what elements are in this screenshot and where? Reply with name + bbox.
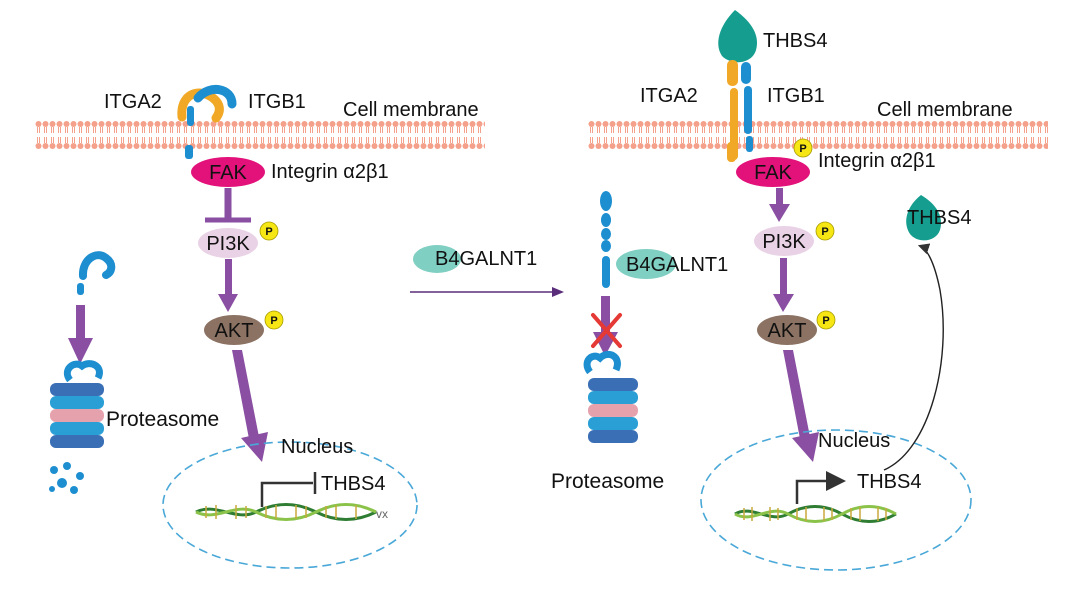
- left-akt-label: AKT: [215, 320, 254, 342]
- right-akt-label: AKT: [768, 320, 807, 342]
- left-arrow-akt-nucleus-shaft: [232, 350, 260, 444]
- svg-text:vx: vx: [376, 507, 388, 521]
- right-pi3k-phospho-label: P: [821, 226, 828, 238]
- right-b4galnt1-shape: [616, 249, 676, 279]
- right-secretion-arrow: [883, 243, 944, 471]
- right-promoter-activation: [795, 471, 846, 504]
- middle-transition: B4GALNT1: [410, 245, 564, 297]
- left-nucleus: [162, 441, 418, 569]
- right-fak-node: [736, 157, 810, 187]
- right-arrow-fak-pi3k-shaft: [776, 188, 783, 206]
- right-thbs4-secreted-label: THBS4: [907, 207, 971, 229]
- right-pi3k-label: PI3K: [762, 231, 806, 253]
- right-pi3k-phospho-badge: [815, 221, 835, 241]
- right-integrin-receptor: [727, 60, 753, 162]
- right-cell-membrane-label: Cell membrane: [877, 99, 1013, 121]
- right-itgb1-label: ITGB1: [767, 85, 825, 107]
- middle-b4galnt1-label: B4GALNT1: [435, 248, 537, 270]
- left-arrow-to-proteasome-head: [68, 338, 93, 364]
- right-fak-label: FAK: [754, 162, 792, 184]
- left-arrow-pi3k-akt-head: [218, 294, 238, 312]
- right-akt-phospho-label: P: [822, 315, 829, 327]
- left-akt-phospho-badge: [264, 310, 284, 330]
- right-arrow-pi3k-akt-head: [773, 294, 794, 312]
- left-panel: Cell membrane ITGA2 ITGB1 FAK Integrin α…: [35, 85, 485, 569]
- left-itga2-label: ITGA2: [104, 91, 162, 113]
- left-itgb1-label: ITGB1: [248, 91, 306, 113]
- right-thbs4-secreted-shape: [906, 195, 942, 241]
- right-thbs4-ligand-shape: [718, 10, 758, 63]
- left-thbs4-gene-label: THBS4: [321, 473, 385, 495]
- right-b4galnt1-label: B4GALNT1: [626, 254, 728, 276]
- right-fak-phospho-badge: [793, 138, 813, 158]
- right-arrow-fak-pi3k-head: [769, 204, 790, 222]
- right-proteasome-label: Proteasome: [551, 470, 664, 493]
- left-arrow-to-proteasome-shaft: [76, 305, 85, 341]
- left-dna-helix: vx: [195, 503, 388, 521]
- left-nucleus-label: Nucleus: [281, 436, 353, 458]
- right-akt-node: [757, 315, 817, 345]
- left-free-itgb1: [77, 251, 116, 295]
- right-nucleus: [700, 429, 972, 571]
- right-dna-helix: [734, 505, 897, 523]
- right-arrow-akt-nucleus-shaft: [783, 350, 811, 444]
- right-thbs4-gene-label: THBS4: [857, 471, 921, 493]
- middle-b4galnt1-shape: [413, 245, 461, 273]
- left-itga2-subunit-shape: [177, 88, 224, 123]
- right-blocked-arrow-shaft: [601, 296, 610, 334]
- left-integrin-receptor: [177, 85, 237, 159]
- left-itgb1-stalk: [187, 106, 194, 126]
- right-cell-membrane: [588, 120, 1048, 150]
- right-panel: Cell membrane THBS4 ITGA2 ITGB1 FAK P In…: [551, 10, 1048, 571]
- right-arrow-akt-nucleus-head: [792, 432, 819, 462]
- right-itgb1-glycosylated: [600, 191, 612, 288]
- left-pi3k-phospho-label: P: [265, 226, 272, 238]
- left-cell-membrane-label: Cell membrane: [343, 99, 479, 121]
- left-itgb1-tail: [185, 145, 193, 159]
- right-itga2-label: ITGA2: [640, 85, 698, 107]
- right-akt-phospho-badge: [816, 310, 836, 330]
- right-nucleus-label: Nucleus: [818, 430, 890, 452]
- right-block-x-icon: [591, 313, 622, 348]
- right-arrow-pi3k-akt-shaft: [780, 258, 787, 296]
- left-pi3k-label: PI3K: [206, 233, 250, 255]
- left-fak-label: FAK: [209, 162, 247, 184]
- left-fak-node: [191, 157, 265, 187]
- left-arrow-pi3k-akt-shaft: [225, 259, 232, 297]
- left-integrin-label: Integrin α2β1: [271, 161, 389, 183]
- left-arrow-akt-nucleus-head: [241, 432, 268, 462]
- left-proteasome: [49, 360, 104, 494]
- left-pi3k-node: [198, 228, 258, 258]
- left-promoter-repression: [260, 481, 313, 507]
- left-akt-phospho-label: P: [270, 315, 277, 327]
- right-thbs4-top-label: THBS4: [763, 30, 827, 52]
- left-itgb1-subunit-shape: [193, 85, 237, 109]
- left-akt-node: [204, 315, 264, 345]
- middle-transition-arrowhead: [552, 287, 564, 297]
- right-proteasome: [583, 351, 638, 443]
- left-pi3k-phospho-badge: [259, 221, 279, 241]
- right-integrin-label: Integrin α2β1: [818, 150, 936, 172]
- right-pi3k-node: [754, 226, 814, 256]
- left-proteasome-label: Proteasome: [106, 408, 219, 431]
- left-cell-membrane: [35, 120, 485, 150]
- right-fak-phospho-label: P: [799, 143, 806, 155]
